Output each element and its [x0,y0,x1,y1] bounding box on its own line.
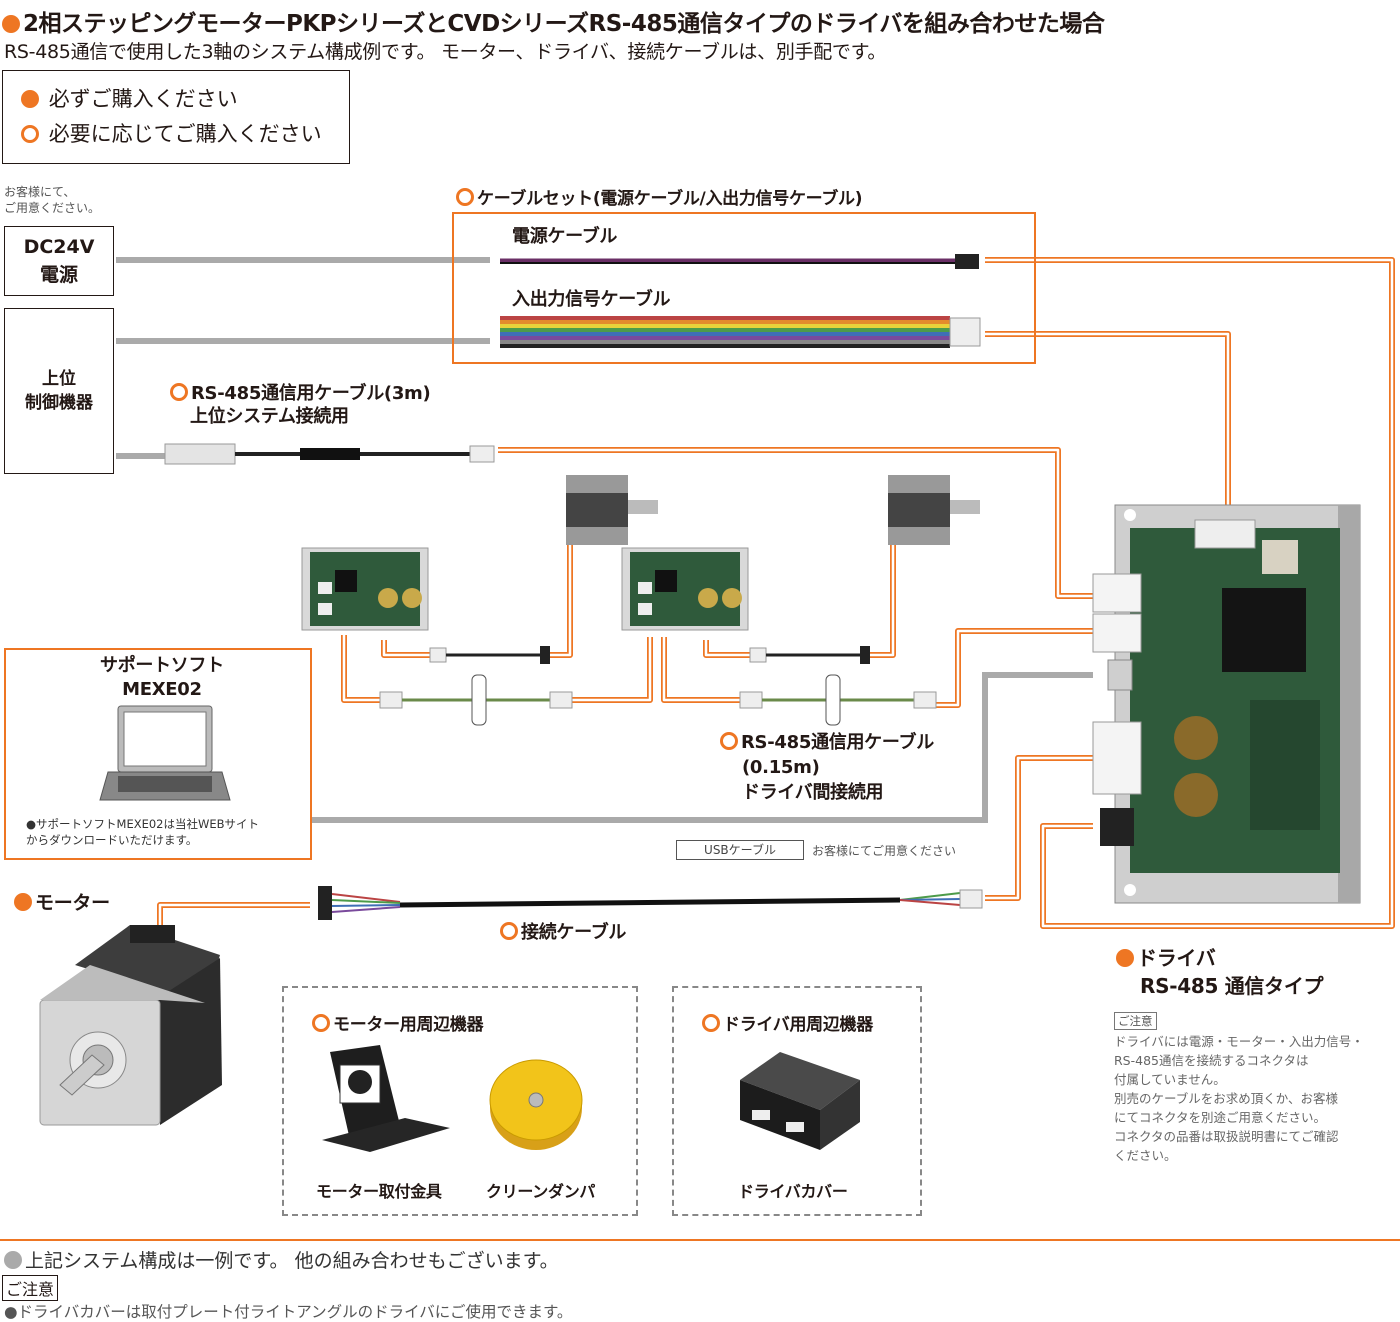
legend-optional: 必要に応じてご購入ください [21,118,322,148]
power-cable-label: 電源ケーブル [512,226,618,247]
host-controller-box: 上位 制御機器 [4,308,114,474]
rs485-host-cable-drawing [164,443,495,465]
cable-set-label: ケーブルセット(電源ケーブル/入出力信号ケーブル) [456,184,862,209]
motor-label: モーター [14,888,110,915]
connection-cable-label: 接続ケーブル [500,918,626,944]
gray-cables [116,257,1093,823]
cable-set-box [452,212,1036,364]
small-motor-1 [566,475,658,545]
driver-cover-label: ドライバカバー [738,1182,848,1201]
rs485-host-cable-label: RS-485通信用ケーブル(3m) 上位システム接続用 [170,382,431,428]
small-motor-2 [888,475,980,545]
gray-dot-icon [4,1251,22,1269]
support-software-box [4,648,312,860]
small-driver-1 [301,547,429,631]
optional-ring-icon [312,1014,330,1032]
io-cable-drawing [500,316,981,348]
clean-damper-drawing [489,1059,583,1150]
support-software-title: サポートソフト MEXE02 [100,655,224,700]
clean-damper-label: クリーンダンパ [486,1182,596,1201]
optional-ring-icon [500,922,518,940]
optional-ring-icon [456,188,474,206]
required-dot-icon [21,90,39,108]
driver-caution-notes: ドライバには電源・モーター・入出力信号・ RS-485通信を接続するコネクタは … [1114,1034,1364,1163]
optional-ring-icon [170,383,188,401]
legend-box: 必ずご購入ください 必要に応じてご購入ください [2,70,350,164]
power-supply-box: DC24V 電源 [4,226,114,296]
page-title: 2相ステッピングモーターPKPシリーズとCVDシリーズRS-485通信タイプのド… [2,4,1105,38]
usb-cable-tag: USBケーブル [676,840,804,860]
legend-required: 必ずご購入ください [21,83,238,113]
power-cable-drawing [500,254,979,269]
small-motor-cables [429,646,870,664]
required-dot-icon [2,15,20,33]
customer-note: お客様にて、 ご用意ください。 [4,185,101,215]
rs485-driver-cable-label: RS-485通信用ケーブル (0.15m) ドライバ間接続用 [720,730,934,805]
motor-peripherals-label: モーター用周辺機器 [312,1010,484,1035]
motor-peripherals-box [282,986,638,1216]
driver-caution-tag: ご注意 [1114,1012,1157,1030]
io-cable-label: 入出力信号ケーブル [512,289,671,310]
laptop-icon [99,705,231,801]
optional-ring-icon [702,1014,720,1032]
footer-line1: 上記システム構成は一例です。 他の組み合わせもございます。 [4,1246,559,1273]
rs485-driver-cable-drawing [379,674,937,726]
required-dot-icon [1116,949,1134,967]
footer-line2: ●ドライバカバーは取付プレート付ライトアングルのドライバにご使用できます。 [4,1303,573,1321]
large-motor-drawing [39,925,222,1126]
driver-label: ドライバ RS-485 通信タイプ [1116,944,1324,1000]
driver-cover-drawing [740,1052,860,1150]
required-dot-icon [14,893,32,911]
motor-mount-bracket-drawing [322,1045,450,1152]
page-subtitle: RS-485通信で使用した3軸のシステム構成例です。 モーター、ドライバ、接続ケ… [4,41,887,63]
small-driver-2 [621,547,749,631]
optional-ring-icon [720,732,738,750]
usb-cable-note: お客様にてご用意ください [812,844,957,858]
motor-mount-label: モーター取付金具 [316,1182,442,1201]
orange-wiring [157,257,1395,930]
driver-peripherals-label: ドライバ用周辺機器 [702,1010,873,1035]
main-driver-drawing [1092,504,1361,904]
support-software-note: ●サポートソフトMEXE02は当社WEBサイト からダウンロードいただけます。 [26,817,260,847]
connection-cable-drawing [318,886,983,920]
optional-ring-icon [21,125,39,143]
footer-caution-tag: ご注意 [2,1275,59,1301]
driver-peripherals-box [672,986,922,1216]
